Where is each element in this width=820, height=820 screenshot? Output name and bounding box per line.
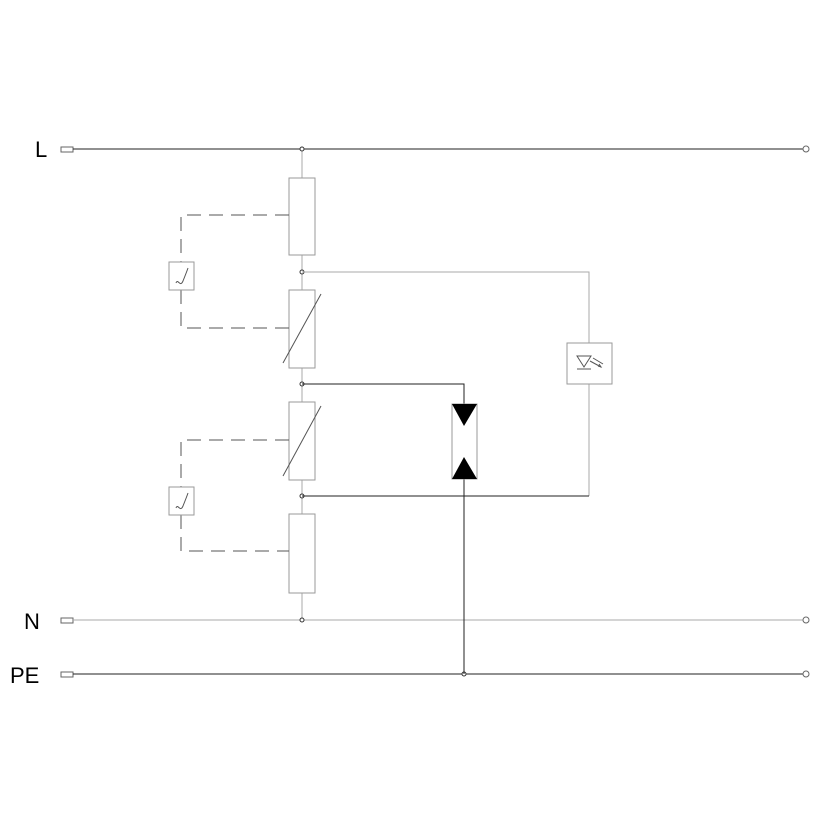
thermal-link-lower [180, 439, 289, 552]
thermal-fuse-top [288, 177, 316, 256]
terminal-label-pe: PE [10, 663, 39, 688]
varistor-top [282, 289, 322, 369]
terminal-connector-l [60, 146, 74, 153]
terminal-connector-n [60, 617, 74, 624]
thermal-disconnect-icon [168, 261, 195, 291]
gdt-feed-wire [302, 383, 465, 404]
terminal-end-pe [802, 670, 810, 678]
indicator-wiring [302, 271, 590, 496]
gas-discharge-tube-icon [451, 403, 478, 480]
terminal-connector-pe [60, 671, 74, 678]
junction-dots [299, 146, 467, 677]
terminal-end-l [802, 145, 810, 153]
thermal-link-upper [180, 214, 289, 329]
terminal-label-n: N [24, 609, 40, 634]
thermal-disconnect-icon [168, 486, 195, 516]
optical-indicator-icon [566, 342, 613, 385]
terminal-label-l: L [35, 137, 47, 162]
varistor-bottom [282, 401, 322, 481]
thermal-fuse-bottom [288, 513, 316, 594]
terminal-end-n [802, 616, 810, 624]
